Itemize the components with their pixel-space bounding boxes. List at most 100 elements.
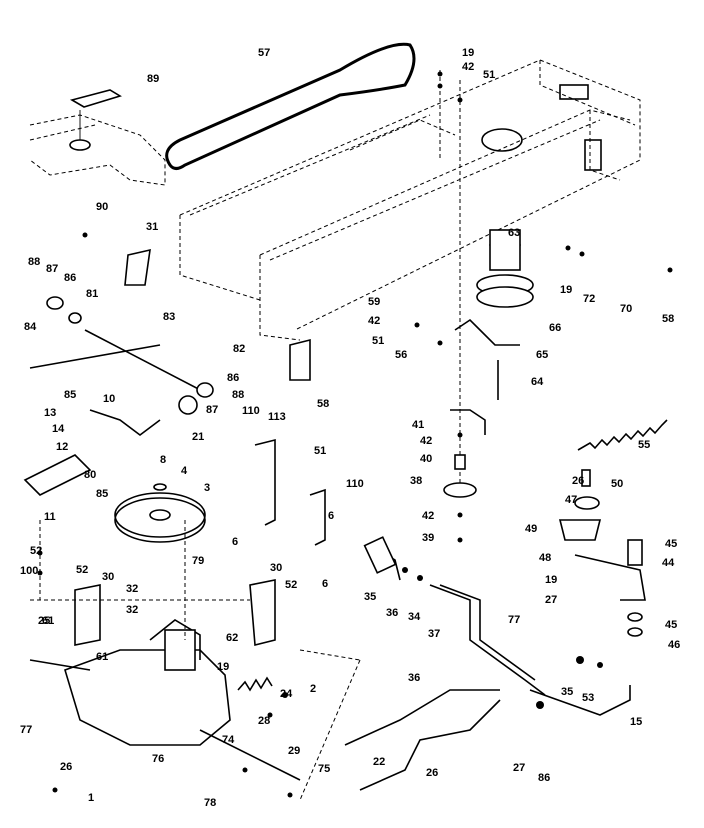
part-label: 40: [420, 453, 432, 465]
part-label: 81: [86, 288, 98, 300]
part-label: 88: [232, 389, 244, 401]
part-label: 42: [420, 435, 432, 447]
part-label: 35: [561, 686, 573, 698]
part-label: 51: [314, 445, 326, 457]
part-label: 12: [56, 441, 68, 453]
part-label: 77: [508, 614, 520, 626]
part-label: 34: [408, 611, 421, 623]
hardware-dots: [37, 71, 673, 798]
part-label: 83: [163, 311, 175, 323]
part-label: 6: [322, 578, 328, 590]
part-label: 39: [422, 532, 434, 544]
part-label: 38: [410, 475, 422, 487]
part-label: 87: [206, 404, 218, 416]
part-label: 1: [88, 792, 94, 804]
part-label: 19: [217, 661, 229, 673]
part-label: 113: [268, 411, 286, 423]
part-label: 26: [60, 761, 72, 773]
part-label: 75: [318, 763, 330, 775]
part-label: 46: [668, 639, 680, 651]
part-label: 36: [408, 672, 420, 684]
chassis-frame: [179, 59, 641, 341]
part-label: 36: [386, 607, 398, 619]
part-label: 51: [483, 69, 495, 81]
part-label: 89: [147, 73, 159, 85]
part-label: 42: [462, 61, 474, 73]
part-label: 27: [513, 762, 525, 774]
part-label: 31: [146, 221, 158, 233]
part-label: 45: [665, 538, 677, 550]
part-label: 61: [42, 615, 54, 627]
part-label: 70: [620, 303, 632, 315]
part-label: 11: [44, 511, 56, 523]
tension-spring: [577, 419, 668, 451]
part-label: 90: [96, 201, 108, 213]
part-label: 79: [192, 555, 204, 567]
part-label: 37: [428, 628, 440, 640]
part-label: 24: [280, 688, 293, 700]
part-label: 78: [204, 797, 216, 809]
part-label: 52: [30, 545, 42, 557]
part-label: 26: [426, 767, 438, 779]
part-label: 32: [126, 583, 138, 595]
body-panel: [29, 89, 166, 186]
pulley-stack: [439, 70, 534, 500]
transaxle: [29, 520, 301, 781]
part-label: 52: [76, 564, 88, 576]
part-label: 50: [611, 478, 623, 490]
part-label: 88: [28, 256, 40, 268]
part-label: 85: [64, 389, 76, 401]
part-label: 56: [395, 349, 407, 361]
part-label: 48: [539, 552, 551, 564]
part-label: 58: [662, 313, 674, 325]
shift-lever-assembly: [299, 536, 546, 801]
part-label: 74: [222, 734, 235, 746]
part-label: 44: [662, 557, 675, 569]
part-label: 86: [227, 372, 239, 384]
part-label: 10: [103, 393, 115, 405]
part-label: 51: [372, 335, 384, 347]
part-label: 110: [242, 405, 260, 417]
part-label: 77: [20, 724, 32, 736]
part-label: 86: [64, 272, 76, 284]
part-label: 14: [52, 423, 65, 435]
part-label: 41: [412, 419, 424, 431]
part-label: 59: [368, 296, 380, 308]
part-label: 65: [536, 349, 548, 361]
part-label: 100: [20, 565, 38, 577]
part-label: 2: [310, 683, 316, 695]
part-label: 47: [565, 494, 577, 506]
part-label: 3: [204, 482, 210, 494]
part-label: 8: [160, 454, 166, 466]
part-label: 57: [258, 47, 270, 59]
part-label: 19: [560, 284, 572, 296]
part-label: 6: [232, 536, 238, 548]
part-label: 27: [545, 594, 557, 606]
part-label: 82: [233, 343, 245, 355]
part-label: 42: [422, 510, 434, 522]
part-label: 45: [665, 619, 677, 631]
part-label: 55: [638, 439, 650, 451]
part-label: 29: [288, 745, 300, 757]
part-label: 35: [364, 591, 376, 603]
part-label: 72: [583, 293, 595, 305]
part-label: 63: [508, 227, 520, 239]
part-label: 58: [317, 398, 329, 410]
part-label: 64: [531, 376, 544, 388]
part-label: 87: [46, 263, 58, 275]
mounting-brackets: [23, 248, 326, 647]
clutch-linkage: [29, 296, 214, 436]
part-label: 32: [126, 604, 138, 616]
part-label: 86: [538, 772, 550, 784]
part-label: 110: [346, 478, 364, 490]
part-label: 19: [462, 47, 474, 59]
part-label: 76: [152, 753, 164, 765]
part-label: 52: [285, 579, 297, 591]
part-label: 13: [44, 407, 56, 419]
part-label: 42: [368, 315, 380, 327]
part-label: 19: [545, 574, 557, 586]
part-label: 85: [96, 488, 108, 500]
part-label: 80: [84, 469, 96, 481]
part-label: 26: [572, 475, 584, 487]
